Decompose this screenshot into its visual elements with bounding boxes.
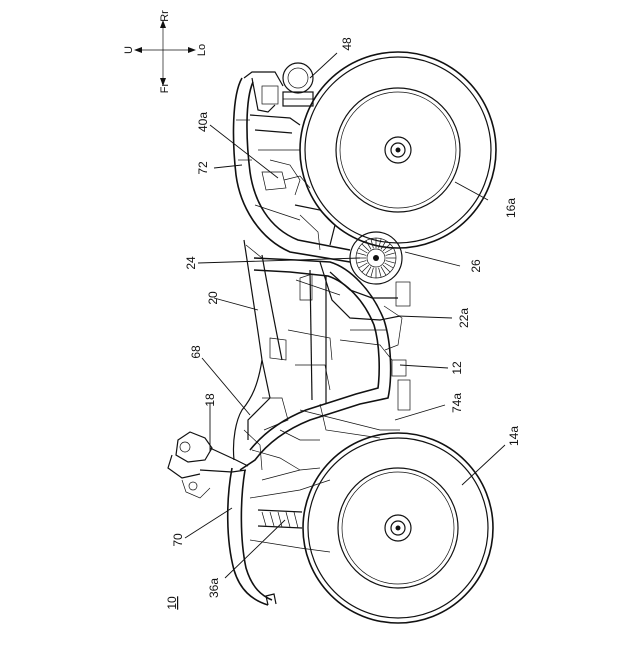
callout-74a: 74a xyxy=(450,393,464,413)
cvt-fin xyxy=(379,268,382,278)
direction-compass: Rr Fr U Lo xyxy=(123,10,208,93)
cvt-fin xyxy=(385,263,394,268)
cvt-fin xyxy=(385,248,394,253)
handlebar xyxy=(168,432,248,498)
front-body xyxy=(233,360,320,470)
compass-front-label: Fr xyxy=(159,82,171,93)
cvt-fin xyxy=(357,253,367,256)
cvt-fin xyxy=(359,263,368,268)
callout-26: 26 xyxy=(469,259,483,273)
cvt-fin xyxy=(366,267,371,276)
cvt-fin xyxy=(366,241,371,250)
callout-40a: 40a xyxy=(196,112,210,132)
cvt-fin xyxy=(371,268,374,278)
callout-20: 20 xyxy=(206,291,220,305)
cvt-fin xyxy=(386,253,396,256)
cvt-fin xyxy=(381,267,386,276)
compass-rear-label: Rr xyxy=(159,10,171,22)
callout-68: 68 xyxy=(189,345,203,359)
compass-up-label: U xyxy=(123,46,135,54)
front-wheel xyxy=(303,433,493,623)
main-frame xyxy=(240,258,400,470)
callout-16a: 16a xyxy=(504,198,518,218)
front-fender xyxy=(228,468,276,605)
cvt-fin xyxy=(386,261,396,264)
callout-36a: 36a xyxy=(207,578,221,598)
callout-72: 72 xyxy=(196,161,210,175)
cvt-fin xyxy=(383,265,390,272)
cvt-fin xyxy=(362,265,369,272)
callout-70: 70 xyxy=(171,533,185,547)
cvt-fin xyxy=(357,261,367,264)
callout-48: 48 xyxy=(340,37,354,51)
callout-labels: 48 40a 72 16a 24 26 20 22a 68 12 18 74a … xyxy=(165,37,521,610)
air-intake xyxy=(283,63,313,106)
callout-12: 12 xyxy=(450,361,464,375)
front-suspension xyxy=(250,468,330,552)
callout-22a: 22a xyxy=(457,308,471,328)
compass-lower-label: Lo xyxy=(196,44,208,56)
callout-24: 24 xyxy=(184,256,198,270)
callout-18: 18 xyxy=(203,393,217,407)
cvt-fin xyxy=(362,244,369,251)
cvt-fin xyxy=(359,248,368,253)
figure-number: 10 xyxy=(165,596,179,610)
callout-14a: 14a xyxy=(507,426,521,446)
